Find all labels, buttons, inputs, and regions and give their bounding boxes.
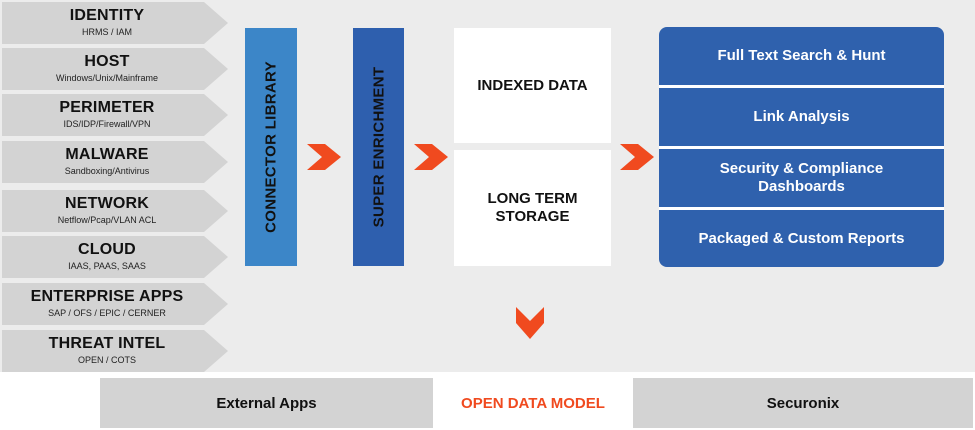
source-subtitle: Netflow/Pcap/VLAN ACL: [57, 215, 157, 225]
arrow-right-icon: [620, 144, 654, 170]
source-threat-intel: THREAT INTEL OPEN / COTS: [2, 330, 228, 372]
source-subtitle: SAP / OFS / EPIC / CERNER: [48, 308, 166, 318]
connector-library-bar: CONNECTOR LIBRARY: [245, 28, 297, 266]
output-reports: Packaged & Custom Reports: [659, 210, 944, 267]
chevron-shape: [2, 330, 228, 372]
long-term-storage-label: LONG TERM STORAGE: [487, 190, 578, 225]
chevron-shape: [2, 283, 228, 325]
source-title: PERIMETER: [59, 99, 155, 116]
open-data-model-segment: OPEN DATA MODEL: [433, 378, 633, 428]
source-title: MALWARE: [65, 146, 149, 163]
chevron-shape: [2, 48, 228, 90]
source-malware: MALWARE Sandboxing/Antivirus: [2, 141, 228, 183]
long-term-storage-box: LONG TERM STORAGE: [454, 150, 611, 266]
divider: [659, 85, 944, 88]
open-data-model-label: OPEN DATA MODEL: [461, 394, 605, 412]
source-subtitle: IDS/IDP/Firewall/VPN: [63, 119, 151, 129]
output-security-compliance-dashboards: Security & Compliance Dashboards: [659, 149, 944, 207]
source-title: NETWORK: [64, 195, 150, 212]
source-perimeter: PERIMETER IDS/IDP/Firewall/VPN: [2, 94, 228, 136]
output-label: Packaged & Custom Reports: [698, 229, 905, 247]
source-subtitle: HRMS / IAM: [81, 27, 132, 37]
securonix-segment: Securonix: [633, 378, 973, 428]
indexed-data-box: INDEXED DATA: [454, 28, 611, 143]
chevron-shape: [2, 141, 228, 183]
output-link-analysis: Link Analysis: [659, 88, 944, 146]
output-label: Security & Compliance Dashboards: [719, 160, 884, 195]
connector-library-label: CONNECTOR LIBRARY: [262, 61, 280, 233]
indexed-data-label: INDEXED DATA: [477, 76, 588, 94]
source-title: IDENTITY: [69, 7, 145, 24]
source-subtitle: Sandboxing/Antivirus: [64, 166, 150, 176]
source-network: NETWORK Netflow/Pcap/VLAN ACL: [2, 190, 228, 232]
chevron-shape: [2, 190, 228, 232]
source-subtitle: OPEN / COTS: [77, 355, 136, 365]
source-subtitle: IAAS, PAAS, SAAS: [68, 261, 146, 271]
divider: [659, 146, 944, 149]
securonix-label: Securonix: [766, 394, 840, 412]
output-label: Full Text Search & Hunt: [717, 47, 886, 64]
output-label: Link Analysis: [753, 108, 850, 125]
arrow-right-icon: [307, 144, 341, 170]
source-title: THREAT INTEL: [48, 335, 166, 352]
source-subtitle: Windows/Unix/Mainframe: [55, 73, 159, 83]
source-title: ENTERPRISE APPS: [30, 288, 184, 305]
source-title: HOST: [84, 53, 130, 70]
output-capabilities-panel: Full Text Search & Hunt Link Analysis Se…: [659, 27, 944, 267]
source-title: CLOUD: [78, 241, 136, 258]
external-apps-segment: External Apps: [100, 378, 433, 428]
chevron-shape: [2, 94, 228, 136]
source-identity: IDENTITY HRMS / IAM: [2, 2, 228, 44]
output-full-text-search: Full Text Search & Hunt: [659, 27, 944, 85]
arrow-right-icon: [414, 144, 448, 170]
arrow-down-icon: [516, 307, 544, 339]
source-host: HOST Windows/Unix/Mainframe: [2, 48, 228, 90]
source-cloud: CLOUD IAAS, PAAS, SAAS: [2, 236, 228, 278]
super-enrichment-bar: SUPER ENRICHMENT: [353, 28, 404, 266]
chevron-shape: [2, 2, 228, 44]
source-enterprise-apps: ENTERPRISE APPS SAP / OFS / EPIC / CERNE…: [2, 283, 228, 325]
external-apps-label: External Apps: [216, 394, 317, 412]
divider: [659, 207, 944, 210]
super-enrichment-label: SUPER ENRICHMENT: [370, 66, 387, 228]
chevron-shape: [2, 236, 228, 278]
